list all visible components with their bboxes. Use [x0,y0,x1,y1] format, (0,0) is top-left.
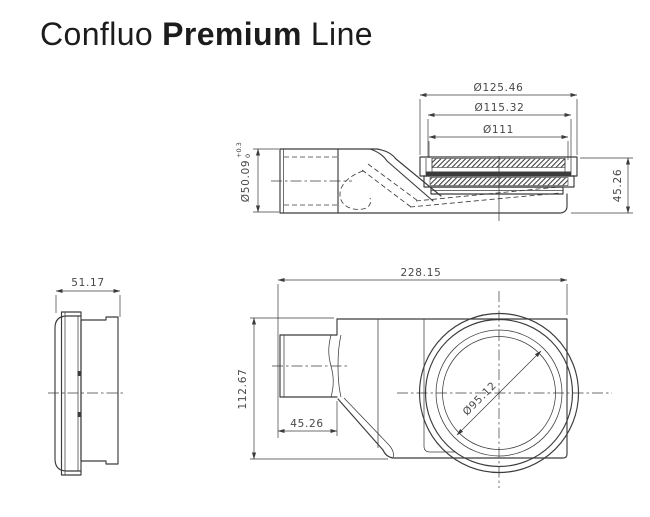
dimension-grate-inner: Ø111 [428,124,569,160]
grate-hatch-top [431,158,566,168]
grate-hatch-mid [429,177,569,186]
top-funnel-walls [377,319,456,453]
dimension-outlet-diameter: Ø50.09 +0.3 0 [235,142,279,213]
side-outlet-pipe [271,148,568,214]
title-suffix: Line [310,16,373,52]
grate-outer-diameter-label: Ø125.46 [474,82,524,94]
outlet-tolerance-upper: +0.3 [235,142,243,158]
dimension-top-length: 228.15 [277,267,568,438]
dimension-end-width: 51.17 [55,277,121,317]
top-view-drawing: 228.15 112.67 45.26 Ø95.12 [237,267,612,488]
title-prefix: Confluo [40,16,154,52]
dimension-grate-outer: Ø125.46 [419,82,578,155]
dimension-grate-mid: Ø115.32 [427,102,572,158]
dimension-outlet-offset: 45.26 [277,401,338,436]
grate-inner-diameter-label: Ø111 [483,124,514,136]
side-view-drawing: Ø125.46 Ø115.32 Ø111 45.26 [235,82,633,221]
top-outlet-pipe [272,334,350,398]
trap-hidden-contour [339,170,372,210]
side-height-label: 45.26 [612,169,624,203]
outlet-offset-label: 45.26 [290,418,324,430]
top-depth-label: 112.67 [237,369,249,410]
top-length-label: 228.15 [401,267,442,279]
end-view-drawing: 51.17 [48,277,124,476]
outlet-diameter-label: Ø50.09 [240,160,252,203]
dimension-top-depth: 112.67 [237,317,388,460]
side-grate-assembly [419,156,578,195]
page-title: Confluo Premium Line [40,16,373,53]
outlet-tolerance-lower: 0 [244,154,252,158]
end-width-label: 51.17 [71,277,105,289]
end-view-body [48,311,124,476]
dimension-side-height: 45.26 [571,157,633,214]
top-view-body [336,318,568,459]
title-bold: Premium [162,16,302,52]
grate-mid-diameter-label: Ø115.32 [475,102,525,114]
